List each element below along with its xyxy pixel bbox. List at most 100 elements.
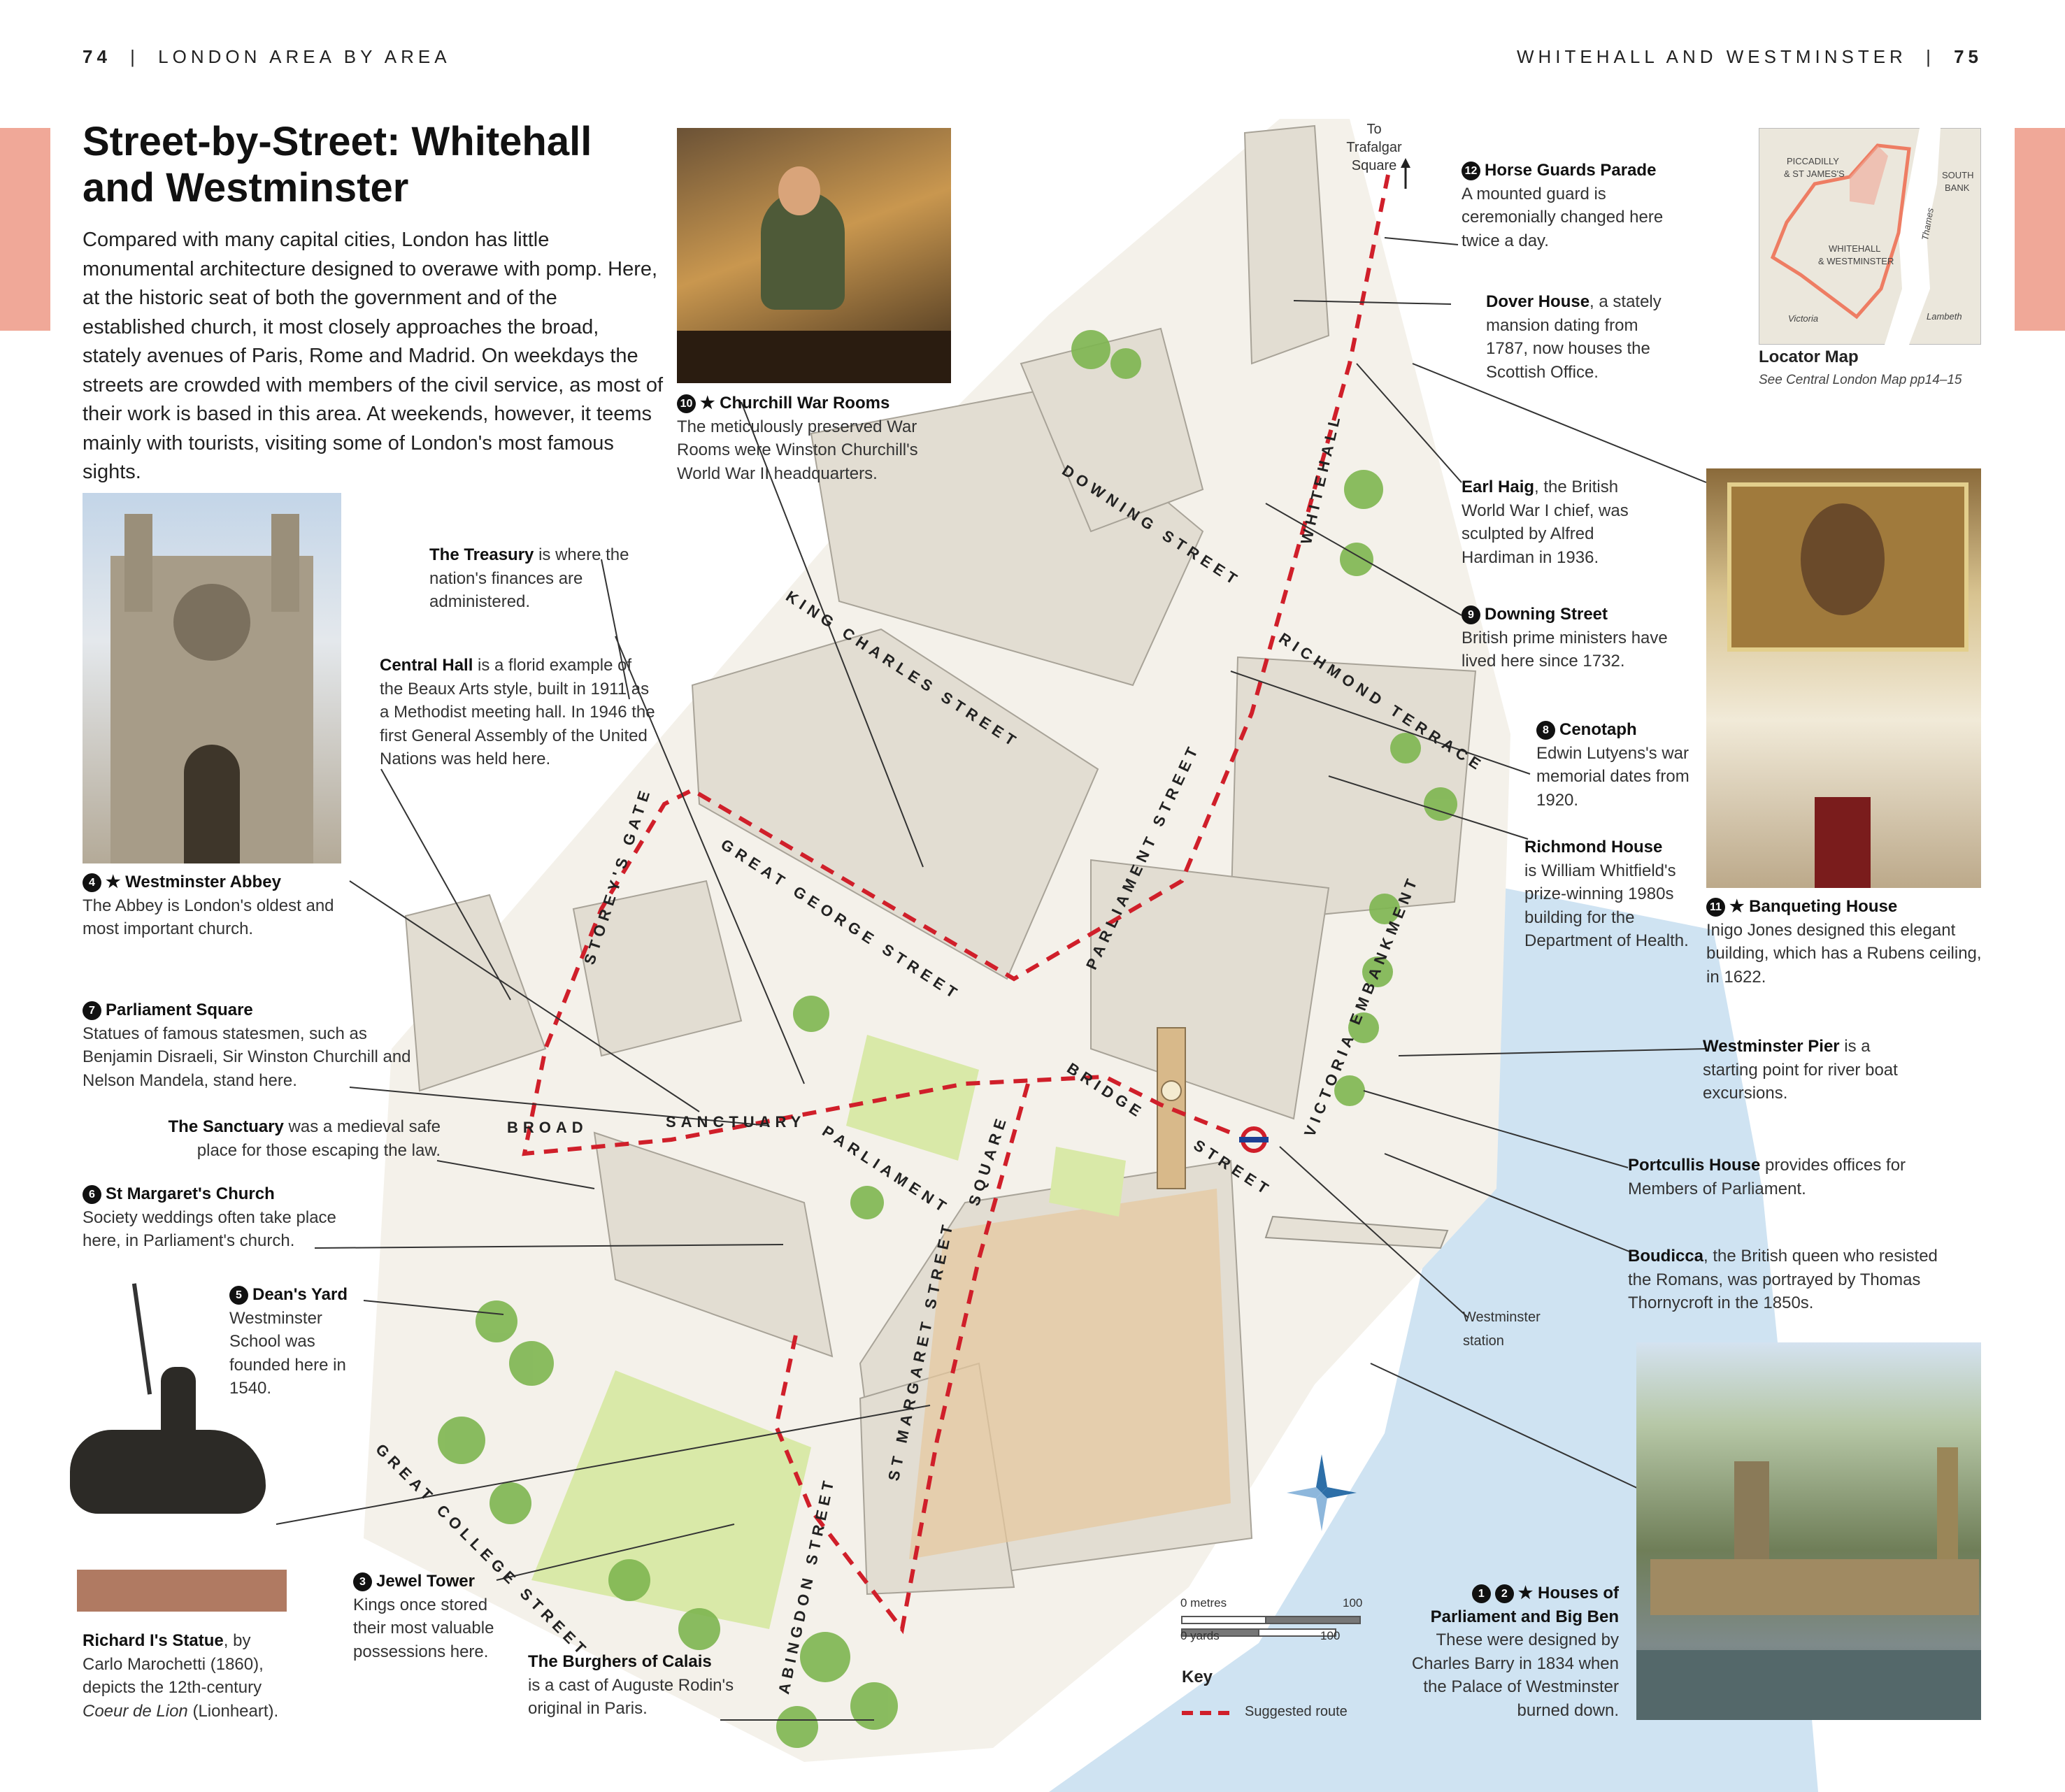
big-ben-clock	[1161, 1080, 1182, 1101]
big-ben-tower	[1157, 1027, 1186, 1189]
number-badge: 4	[83, 873, 101, 892]
river-thames	[1049, 888, 1818, 1792]
number-badge: 8	[1536, 721, 1555, 740]
number-badge: 6	[83, 1185, 101, 1204]
number-badge: 1	[1471, 1584, 1491, 1603]
photo-abbey-tower-left	[124, 514, 152, 612]
caption-richard-statue: Richard I's Statue, by Carlo Marochetti …	[83, 1631, 279, 1721]
photo-face	[778, 166, 820, 215]
garden-green	[1049, 1147, 1126, 1217]
suggested-route-south	[773, 1083, 1030, 1635]
locator-map	[1759, 128, 1981, 345]
building-downing	[1020, 327, 1204, 533]
building-central-hall	[404, 894, 547, 1092]
photo-richard-statue	[56, 1269, 287, 1619]
photo-houses-of-parliament	[1636, 1342, 1981, 1720]
caption-treasury: The Treasury is where the nation's finan…	[429, 545, 629, 611]
photo-throne	[1815, 797, 1871, 888]
westminster-bridge	[1264, 1215, 1449, 1249]
scale-metres-value: 100	[1343, 1596, 1363, 1610]
building-horse-guards	[1243, 124, 1330, 365]
suggested-route-main	[522, 174, 1390, 1156]
caption-boudicca: Boudicca, the British queen who resisted…	[1628, 1247, 1938, 1312]
locator-title: Locator Map	[1759, 347, 1859, 366]
number-badge: 11	[1706, 898, 1725, 917]
caption-dover-house: Dover House, a stately mansion dating fr…	[1486, 292, 1662, 382]
caption-banqueting-house: 11★ Banqueting House Inigo Jones designe…	[1706, 897, 1982, 987]
number-badge: 9	[1462, 605, 1480, 624]
number-badge: 3	[353, 1572, 372, 1591]
compass-icon	[1287, 1454, 1357, 1531]
building-embankment	[1090, 859, 1330, 1120]
college-garden	[531, 1370, 811, 1629]
photo-palace	[1650, 1559, 1979, 1615]
caption-portcullis-house: Portcullis House provides offices for Me…	[1628, 1156, 1906, 1198]
photo-abbey-door	[184, 745, 240, 863]
photo-river	[1636, 1650, 1981, 1720]
locator-highlight	[1850, 145, 1888, 205]
trafalgar-arrowhead	[1401, 158, 1410, 168]
photo-ceiling-oval	[1801, 503, 1885, 615]
underground-bar	[1239, 1137, 1269, 1142]
photo-rose-window	[173, 584, 250, 661]
caption-sanctuary: The Sanctuary was a medieval safe place …	[168, 1117, 441, 1160]
number-badge: 2	[1494, 1584, 1514, 1603]
street-label-broad: BROAD	[507, 1119, 588, 1136]
page-title: Street-by-Street: Whitehall and Westmins…	[83, 119, 592, 210]
photo-abbey-tower-right	[271, 514, 299, 612]
leader-lines	[276, 237, 1707, 1721]
scale-yards-value: 100	[1320, 1629, 1341, 1642]
scale-metres-label: 0 metres	[1180, 1596, 1227, 1610]
street-label-sanctuary: SANCTUARY	[666, 1113, 806, 1131]
number-badge: 7	[83, 1001, 101, 1020]
right-edge-tab	[2015, 128, 2065, 331]
number-badge: 10	[677, 394, 696, 413]
caption-westminster-abbey: 4★ Westminster Abbey The Abbey is London…	[83, 873, 334, 938]
page-header-right: WHITEHALL AND WESTMINSTER | 75	[1516, 46, 1982, 67]
westminster-station-label: Westminster station	[1463, 1310, 1541, 1349]
section-title-right: WHITEHALL AND WESTMINSTER	[1516, 46, 1907, 67]
intro-paragraph: Compared with many capital cities, Londo…	[83, 229, 664, 483]
caption-richmond-house: Richmond House is William Whitfield's pr…	[1524, 838, 1689, 950]
building-central-hall-block	[572, 880, 743, 1057]
photo-statue-horse	[70, 1430, 266, 1514]
parliament-square-green	[846, 1035, 979, 1161]
photo-churchill-war-rooms	[677, 128, 951, 383]
caption-churchill-war-rooms: 10★ Churchill War Rooms The meticulously…	[677, 394, 918, 483]
photo-statue-sword	[131, 1283, 152, 1395]
scale-bars	[1181, 1616, 1361, 1637]
number-badge: 12	[1462, 162, 1480, 180]
locator-labels: PICCADILLY & ST JAMES'S SOUTH BANK Thame…	[1784, 156, 1974, 324]
page-number-left: 74	[83, 46, 111, 67]
page-header-left: 74 | LONDON AREA BY AREA	[83, 46, 451, 67]
scale-yards-label: 0 yards	[1180, 1629, 1220, 1642]
page-number-right: 75	[1954, 46, 1982, 67]
key-title: Key	[1182, 1668, 1213, 1686]
photo-westminster-abbey	[83, 493, 341, 863]
building-treasury	[691, 628, 1099, 980]
left-edge-tab	[0, 128, 50, 331]
caption-burghers-of-calais: The Burghers of Calais is a cast of Augu…	[528, 1652, 734, 1718]
photo-statue-plinth	[77, 1570, 287, 1612]
caption-earl-haig: Earl Haig, the British World War I chief…	[1462, 478, 1629, 567]
key-route-label: Suggested route	[1245, 1704, 1348, 1719]
number-badge: 5	[229, 1286, 248, 1305]
section-title-left: LONDON AREA BY AREA	[158, 46, 451, 67]
photo-desk	[677, 331, 951, 383]
caption-central-hall: Central Hall is a florid example of the …	[380, 656, 655, 768]
building-richmond-house	[1229, 656, 1477, 924]
photo-banqueting-house	[1706, 468, 1981, 888]
parliament-stonework	[909, 1189, 1231, 1559]
locator-river	[1885, 128, 1941, 345]
locator-subtitle: See Central London Map pp14–15	[1759, 373, 1962, 387]
caption-westminster-pier: Westminster Pier is a starting point for…	[1703, 1037, 1898, 1103]
